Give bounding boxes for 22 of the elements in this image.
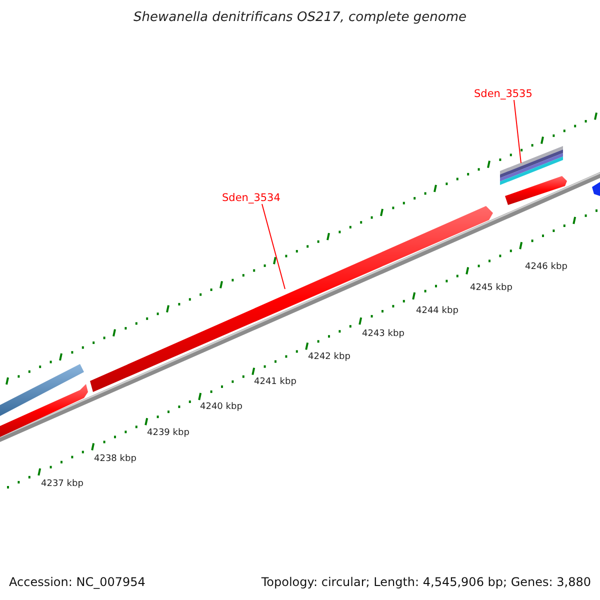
gene-feature xyxy=(0,384,88,437)
tick-label: 4241 kbp xyxy=(254,377,296,387)
gene-feature xyxy=(505,176,567,205)
leader-line xyxy=(262,204,286,290)
tick-label: 4245 kbp xyxy=(470,283,512,293)
tick-label: 4240 kbp xyxy=(200,402,242,412)
gene-feature xyxy=(592,182,600,196)
tick-label: 4238 kbp xyxy=(94,454,136,464)
gene-label: Sden_3535 xyxy=(474,88,532,100)
tick-label: 4239 kbp xyxy=(147,428,190,438)
gene-feature xyxy=(0,364,84,416)
tick-label: 4246 kbp xyxy=(525,262,568,272)
footer-text: Topology: circular; Length: 4,545,906 bp; Genes: 3,880 xyxy=(261,575,591,589)
tick-label: 4243 kbp xyxy=(362,329,404,339)
tick-label: 4242 kbp xyxy=(308,352,350,362)
tick-label: 4237 kbp xyxy=(41,479,84,489)
gene-feature xyxy=(90,206,493,392)
gene-feature xyxy=(500,146,563,185)
footer-text: Accession: NC_007954 xyxy=(9,575,146,589)
title: Shewanella denitrificans OS217, complete genome xyxy=(132,10,468,25)
tick-label: 4244 kbp xyxy=(416,306,458,316)
gene-label: Sden_3534 xyxy=(222,192,280,204)
